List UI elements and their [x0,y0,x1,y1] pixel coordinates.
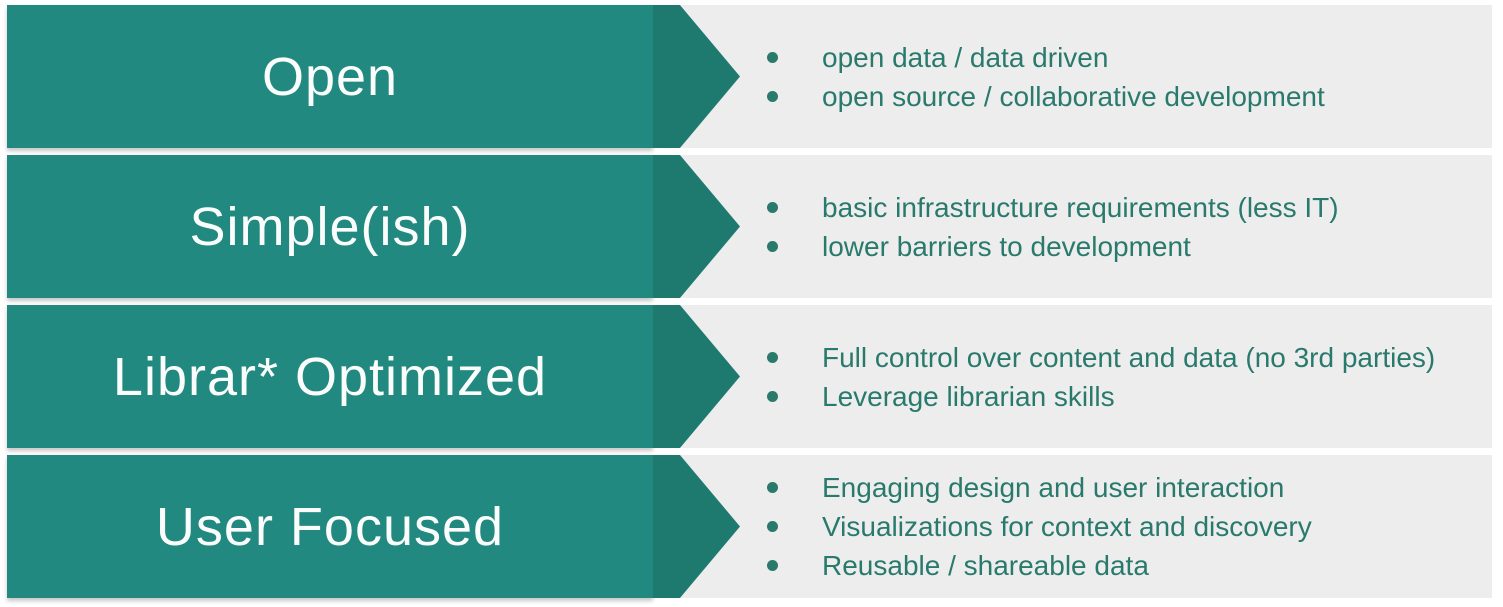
arrow-banner: Open [7,5,653,148]
bullet-list: basic infrastructure requirements (less … [767,155,1339,298]
arrow-banner: User Focused [7,455,653,598]
bullet-list: Full control over content and data (no 3… [767,305,1435,448]
bullet-item: open source / collaborative development [767,77,1325,116]
bullet-dot-icon [767,90,778,102]
bullet-dot-icon [767,51,778,63]
diagram-row-librar-optimized: Librar* Optimized Full control over cont… [0,305,1503,448]
bullet-list: open data / data driven open source / co… [767,5,1325,148]
bullet-item: basic infrastructure requirements (less … [767,188,1339,227]
bullet-dot-icon [767,351,778,363]
diagram-row-open: Open open data / data driven open source… [0,5,1503,148]
bullet-item: Visualizations for context and discovery [767,507,1312,546]
bullet-dot-icon [767,201,778,213]
diagram-row-simple: Simple(ish) basic infrastructure require… [0,155,1503,298]
banner-title: Librar* Optimized [112,346,548,407]
bullet-item: Leverage librarian skills [767,377,1435,416]
bullet-dot-icon [767,521,778,532]
bullet-text: Leverage librarian skills [822,380,1115,412]
bullet-item: lower barriers to development [767,227,1339,266]
bullet-item: Reusable / shareable data [767,546,1312,585]
bullet-text: open source / collaborative development [822,80,1325,112]
bullet-text: open data / data driven [822,41,1109,73]
bullet-dot-icon [767,390,778,402]
bullet-dot-icon [767,560,778,571]
banner-title: Open [261,46,399,107]
diagram-row-user-focused: User Focused Engaging design and user in… [0,455,1503,598]
bullet-item: open data / data driven [767,38,1325,77]
banner-title: Simple(ish) [189,196,471,257]
bullet-list: Engaging design and user interaction Vis… [767,455,1312,598]
bullet-item: Engaging design and user interaction [767,468,1312,507]
bullet-text: Full control over content and data (no 3… [822,341,1436,373]
banner-title: User Focused [155,496,505,557]
bullet-dot-icon [767,240,778,252]
bullet-text: Engaging design and user interaction [822,472,1285,503]
arrow-banner: Librar* Optimized [7,305,653,448]
bullet-text: basic infrastructure requirements (less … [822,191,1339,223]
bullet-dot-icon [767,482,778,493]
bullet-text: Visualizations for context and discovery [822,511,1312,542]
bullet-text: Reusable / shareable data [822,550,1149,581]
bullet-text: lower barriers to development [822,230,1191,262]
bullet-item: Full control over content and data (no 3… [767,338,1435,377]
arrow-banner: Simple(ish) [7,155,653,298]
